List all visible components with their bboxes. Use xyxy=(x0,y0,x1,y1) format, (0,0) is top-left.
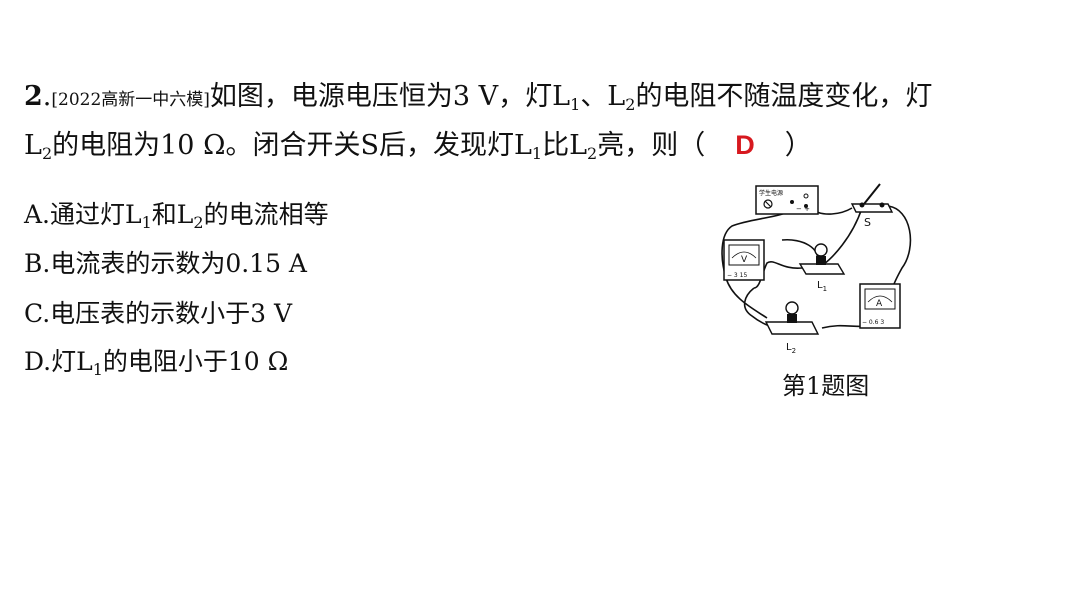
switch-label: S xyxy=(864,216,871,229)
subscript: 1 xyxy=(141,213,152,232)
subscript: 1 xyxy=(531,144,543,163)
switch-icon: S xyxy=(850,183,894,229)
subscript: 1 xyxy=(92,360,103,379)
wire xyxy=(886,205,912,297)
stem-text: ） xyxy=(784,130,812,161)
stem-text: 比L xyxy=(542,130,588,161)
subscript: 1 xyxy=(570,95,581,114)
wire xyxy=(781,239,819,265)
ammeter-terminals: − 0.6 3 xyxy=(862,319,884,326)
lamp-l1-label: L1 xyxy=(817,280,827,293)
wire xyxy=(753,261,803,289)
power-supply-label: 学生电源 xyxy=(759,189,783,197)
subscript: 2 xyxy=(625,95,636,114)
option-text: 的电阻小于10 Ω xyxy=(102,347,289,376)
option-text: C.电压表的示数小于3 V xyxy=(24,299,293,328)
stem-text: 的电阻不随温度变化，灯 xyxy=(635,81,933,112)
option-c: C.电压表的示数小于3 V xyxy=(24,298,292,330)
voltmeter-label: V xyxy=(741,255,748,265)
option-text: B.电流表的示数为0.15 A xyxy=(24,249,307,278)
circuit-figure: 学生电源 − + S V − 3 15 L1 xyxy=(712,178,918,358)
question-source: [2022高新一中六模] xyxy=(51,90,210,110)
circuit-diagram: 学生电源 − + S V − 3 15 L1 xyxy=(721,183,912,355)
figure-caption: 第1题图 xyxy=(782,372,870,400)
option-a: A.通过灯L1和L2的电流相等 xyxy=(24,199,329,231)
question-line-1: 2.[2022高新一中六模]如图，电源电压恒为3 V，灯L1、L2的电阻不随温度… xyxy=(24,80,932,117)
wire xyxy=(721,207,797,319)
question-line-2: L2的电阻为10 Ω。闭合开关S后，发现灯L1比L2亮，则（D） xyxy=(24,128,812,163)
wire xyxy=(823,207,863,265)
voltmeter-icon: V − 3 15 xyxy=(723,239,765,281)
power-supply-terminals: − + xyxy=(796,205,810,213)
lamp-l2-label: L2 xyxy=(786,342,796,355)
ammeter-icon: A − 0.6 3 xyxy=(859,283,901,329)
stem-text: 的电阻为10 Ω。闭合开关S后，发现灯L xyxy=(52,130,532,161)
stem-text: 亮，则（ xyxy=(597,130,706,161)
option-d: D.灯L1的电阻小于10 Ω xyxy=(24,346,288,378)
question-number: 2 xyxy=(24,81,43,112)
stem-text: 如图，电源电压恒为3 V，灯L xyxy=(209,81,571,112)
voltmeter-terminals: − 3 15 xyxy=(727,272,747,279)
question-number-punct: . xyxy=(42,81,52,112)
stem-text: L xyxy=(24,130,42,161)
subscript: 2 xyxy=(587,144,598,163)
option-text: 的电流相等 xyxy=(203,200,329,229)
subscript: 2 xyxy=(41,144,53,163)
lamp-l2-icon: L2 xyxy=(764,301,820,355)
ammeter-label: A xyxy=(876,299,883,309)
subscript: 2 xyxy=(193,213,204,232)
answer-text: D xyxy=(735,130,755,160)
power-supply-icon: 学生电源 − + xyxy=(755,185,819,215)
option-text: D.灯L xyxy=(24,347,93,376)
option-text: 和L xyxy=(151,200,194,229)
option-b: B.电流表的示数为0.15 A xyxy=(24,248,307,280)
option-text: A.通过灯L xyxy=(24,200,142,229)
lamp-l1-icon: L1 xyxy=(798,243,846,293)
stem-text: 、L xyxy=(580,81,626,112)
